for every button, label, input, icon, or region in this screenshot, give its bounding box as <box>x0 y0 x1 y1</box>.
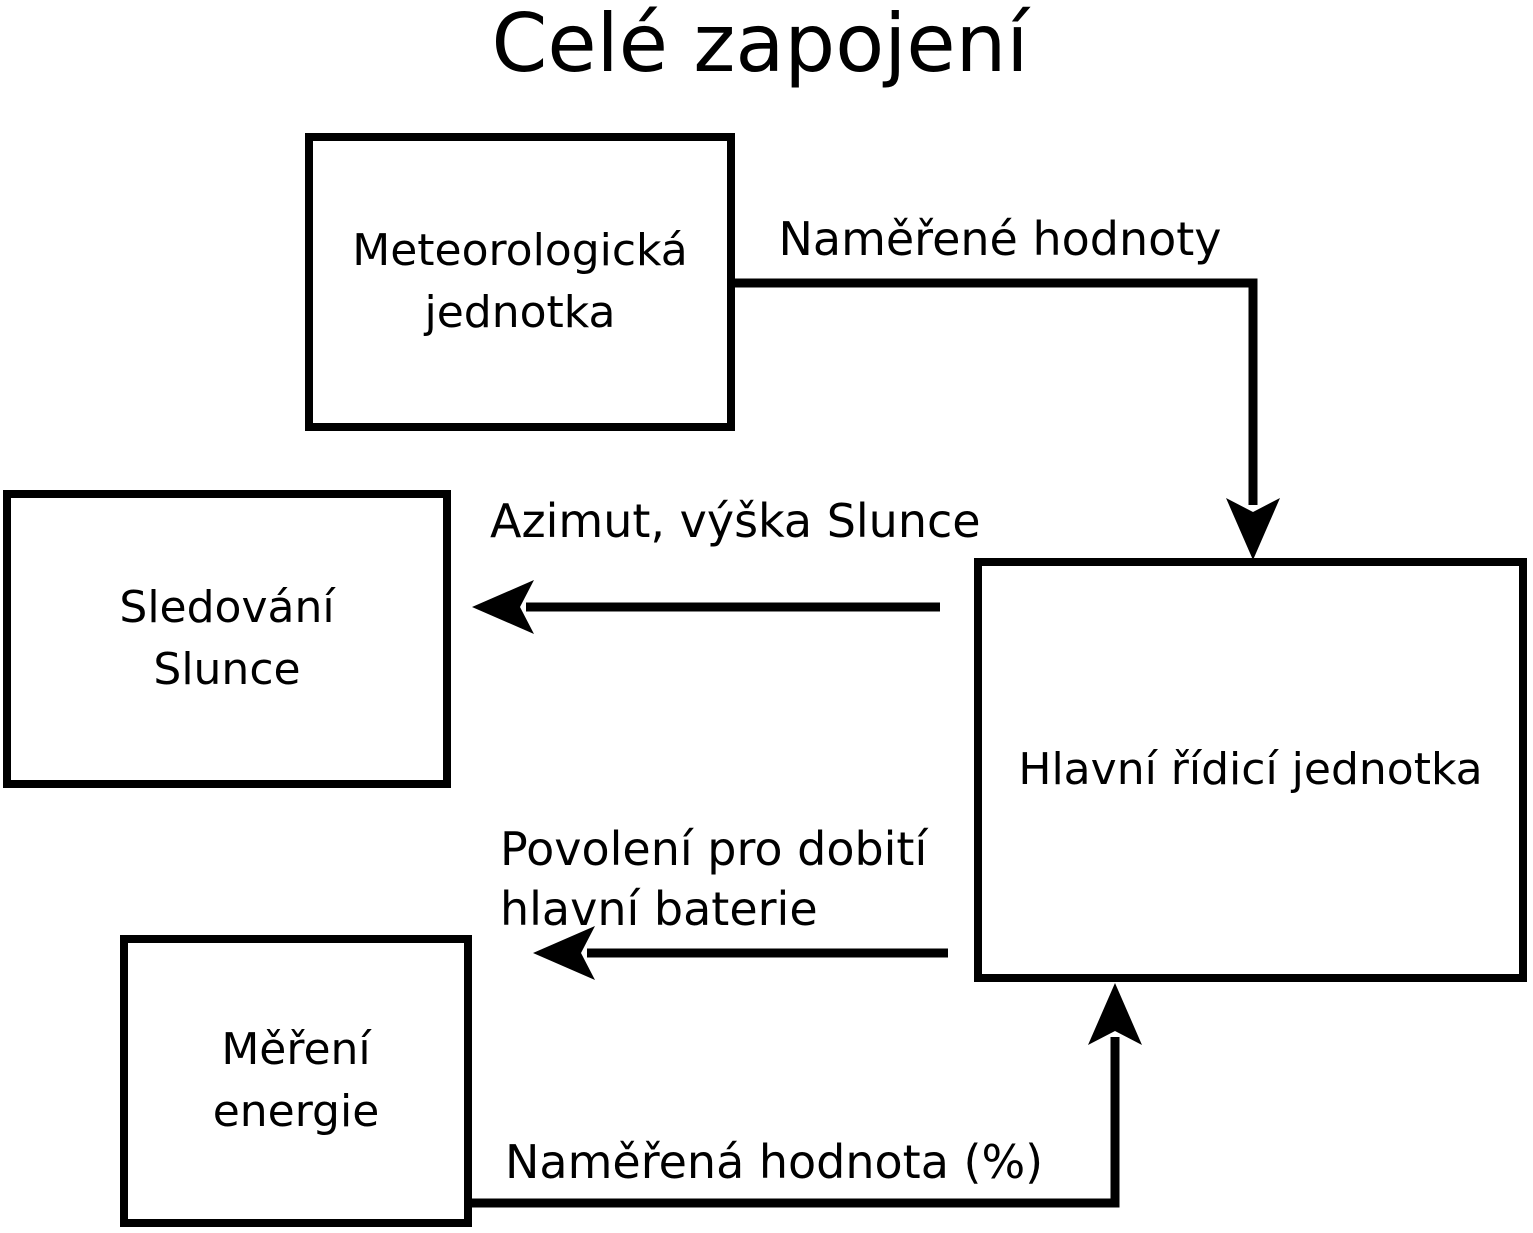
box-energy-measurement: Měření energie <box>120 935 472 1227</box>
box-sun-tracking-label: Sledování Slunce <box>119 582 335 695</box>
box-main-control-unit-label: Hlavní řídicí jednotka <box>1018 744 1483 796</box>
edge-label-measured-percent: Naměřená hodnota (%) <box>505 1135 1044 1189</box>
box-meteorological-unit-label: Meteorologická jednotka <box>352 225 688 338</box>
edge-label-charge-permission: Povolení pro dobití hlavní baterie <box>500 822 928 936</box>
edge-label-azimuth: Azimut, výška Slunce <box>490 494 981 548</box>
box-main-control-unit: Hlavní řídicí jednotka <box>974 558 1527 982</box>
box-sun-tracking: Sledování Slunce <box>3 490 451 788</box>
arrowhead-down-icon <box>1226 498 1280 560</box>
arrowhead-up-icon <box>1088 983 1142 1045</box>
edge-label-measured-values: Naměřené hodnoty <box>778 212 1222 266</box>
arrowhead-left-icon <box>533 926 595 980</box>
page-title: Celé zapojení <box>491 0 1029 90</box>
edge-charge-permission-arrow <box>533 926 948 980</box>
edge-azimuth-arrow <box>472 580 940 634</box>
edge-measured-values-arrow <box>733 278 1280 560</box>
box-meteorological-unit: Meteorologická jednotka <box>305 133 735 431</box>
edge-measured-percent-arrow <box>468 983 1142 1208</box>
arrowhead-left-icon <box>472 580 534 634</box>
box-energy-measurement-label: Měření energie <box>212 1024 380 1137</box>
